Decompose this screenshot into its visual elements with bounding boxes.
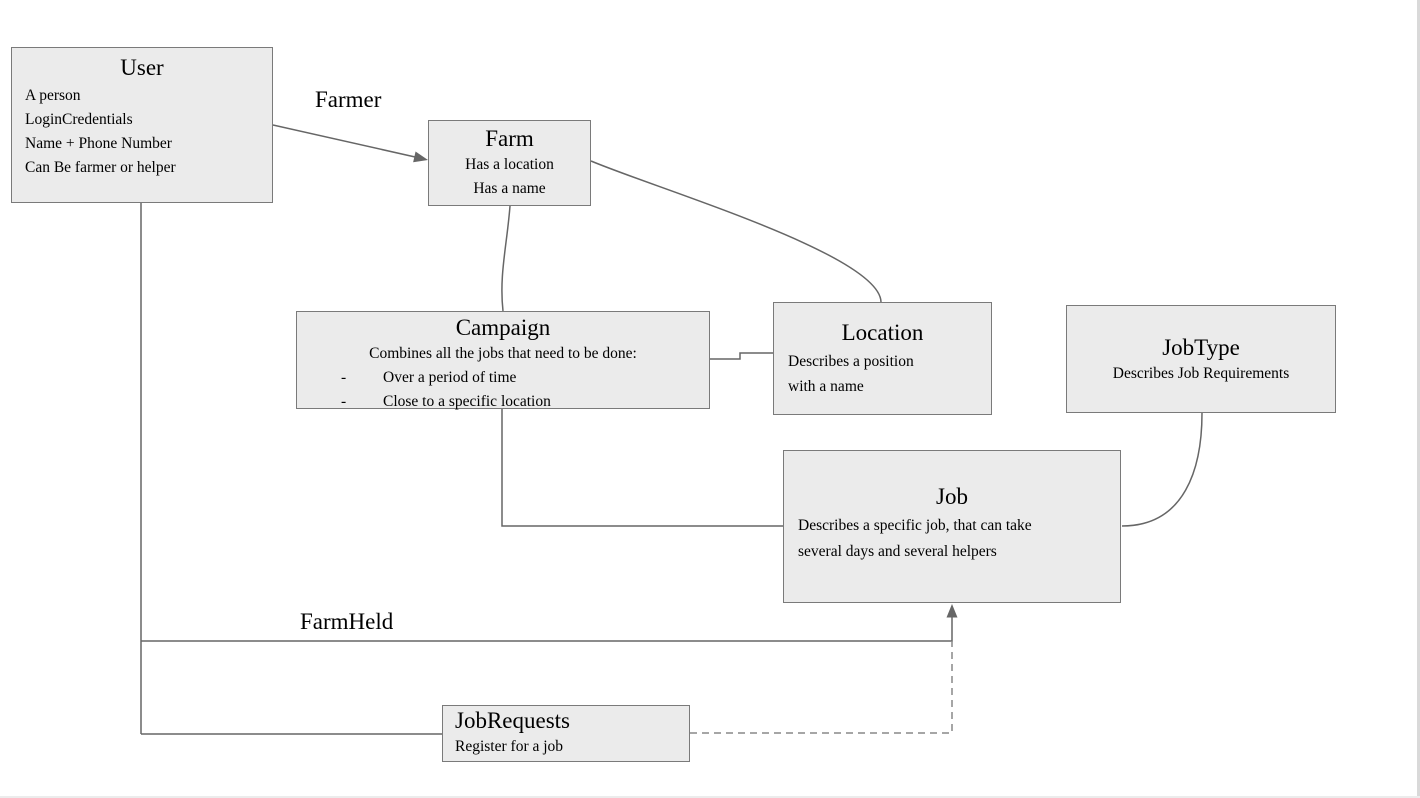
node-campaign-intro: Combines all the jobs that need to be do… (369, 345, 637, 362)
node-jobtype-line: Describes Job Requirements (1112, 365, 1290, 382)
node-jobrequests-body: Register for a job (443, 735, 689, 759)
node-campaign-bullet: - Over a period of time (297, 366, 709, 390)
node-user-line: Can Be farmer or helper (25, 159, 176, 176)
node-jobrequests[interactable]: JobRequests Register for a job (442, 705, 690, 762)
bullet-dash: - (341, 393, 347, 410)
node-jobrequests-title: JobRequests (455, 708, 570, 733)
node-jobtype-title: JobType (1162, 335, 1240, 360)
node-farm-title: Farm (485, 126, 534, 151)
node-farm-body: Has a location Has a name (429, 153, 590, 201)
node-campaign[interactable]: Campaign Combines all the jobs that need… (296, 311, 710, 410)
node-location[interactable]: Location Describes a position with a nam… (773, 302, 992, 415)
node-job-body: Describes a specific job, that can take … (784, 513, 1120, 565)
node-campaign-body: Combines all the jobs that need to be do… (297, 342, 709, 414)
node-user-body: A person LoginCredentials Name + Phone N… (12, 84, 272, 180)
node-farm[interactable]: Farm Has a location Has a name (428, 120, 591, 206)
bullet-text: Over a period of time (383, 369, 517, 386)
node-user-title: User (120, 55, 164, 80)
node-jobrequests-line: Register for a job (455, 738, 564, 755)
edge-farmheld (141, 616, 953, 642)
node-job[interactable]: Job Describes a specific job, that can t… (783, 450, 1121, 603)
edge-label-farmer: Farmer (315, 87, 382, 112)
edge-user-farm-arrowhead (413, 151, 428, 163)
frame-right-border (1417, 0, 1420, 798)
node-location-line: Describes a position (788, 353, 914, 370)
node-farm-line: Has a name (473, 180, 546, 197)
node-job-line: several days and several helpers (798, 543, 997, 560)
edge-campaign-job (501, 409, 783, 527)
node-location-title: Location (841, 320, 924, 345)
edge-jobtype-job (1121, 412, 1203, 527)
node-jobtype-body: Describes Job Requirements (1067, 362, 1335, 386)
frame-bottom-border (0, 796, 1420, 798)
edge-label-farmheld: FarmHeld (300, 609, 394, 634)
node-user-line: Name + Phone Number (25, 135, 172, 152)
node-job-title: Job (936, 484, 968, 509)
node-location-line: with a name (788, 378, 864, 395)
node-campaign-title: Campaign (455, 315, 551, 340)
bullet-dash: - (341, 369, 347, 386)
edge-user-farm (272, 124, 425, 160)
edge-campaign-location (710, 352, 773, 360)
node-jobtype[interactable]: JobType Describes Job Requirements (1066, 305, 1336, 413)
node-user[interactable]: User A person LoginCredentials Name + Ph… (11, 47, 273, 203)
bullet-text: Close to a specific location (383, 393, 551, 410)
node-job-line: Describes a specific job, that can take (798, 517, 1032, 534)
node-campaign-bullet: - Close to a specific location (297, 390, 709, 414)
node-location-body: Describes a position with a name (774, 349, 991, 399)
edge-farmheld-arrowhead (946, 604, 958, 618)
node-user-line: A person (25, 87, 81, 104)
node-user-line: LoginCredentials (25, 111, 133, 128)
edge-farm-campaign (501, 205, 511, 312)
edge-farm-location (590, 160, 882, 303)
edge-jobrequests-job-dashed (690, 641, 953, 734)
node-farm-line: Has a location (465, 156, 554, 173)
